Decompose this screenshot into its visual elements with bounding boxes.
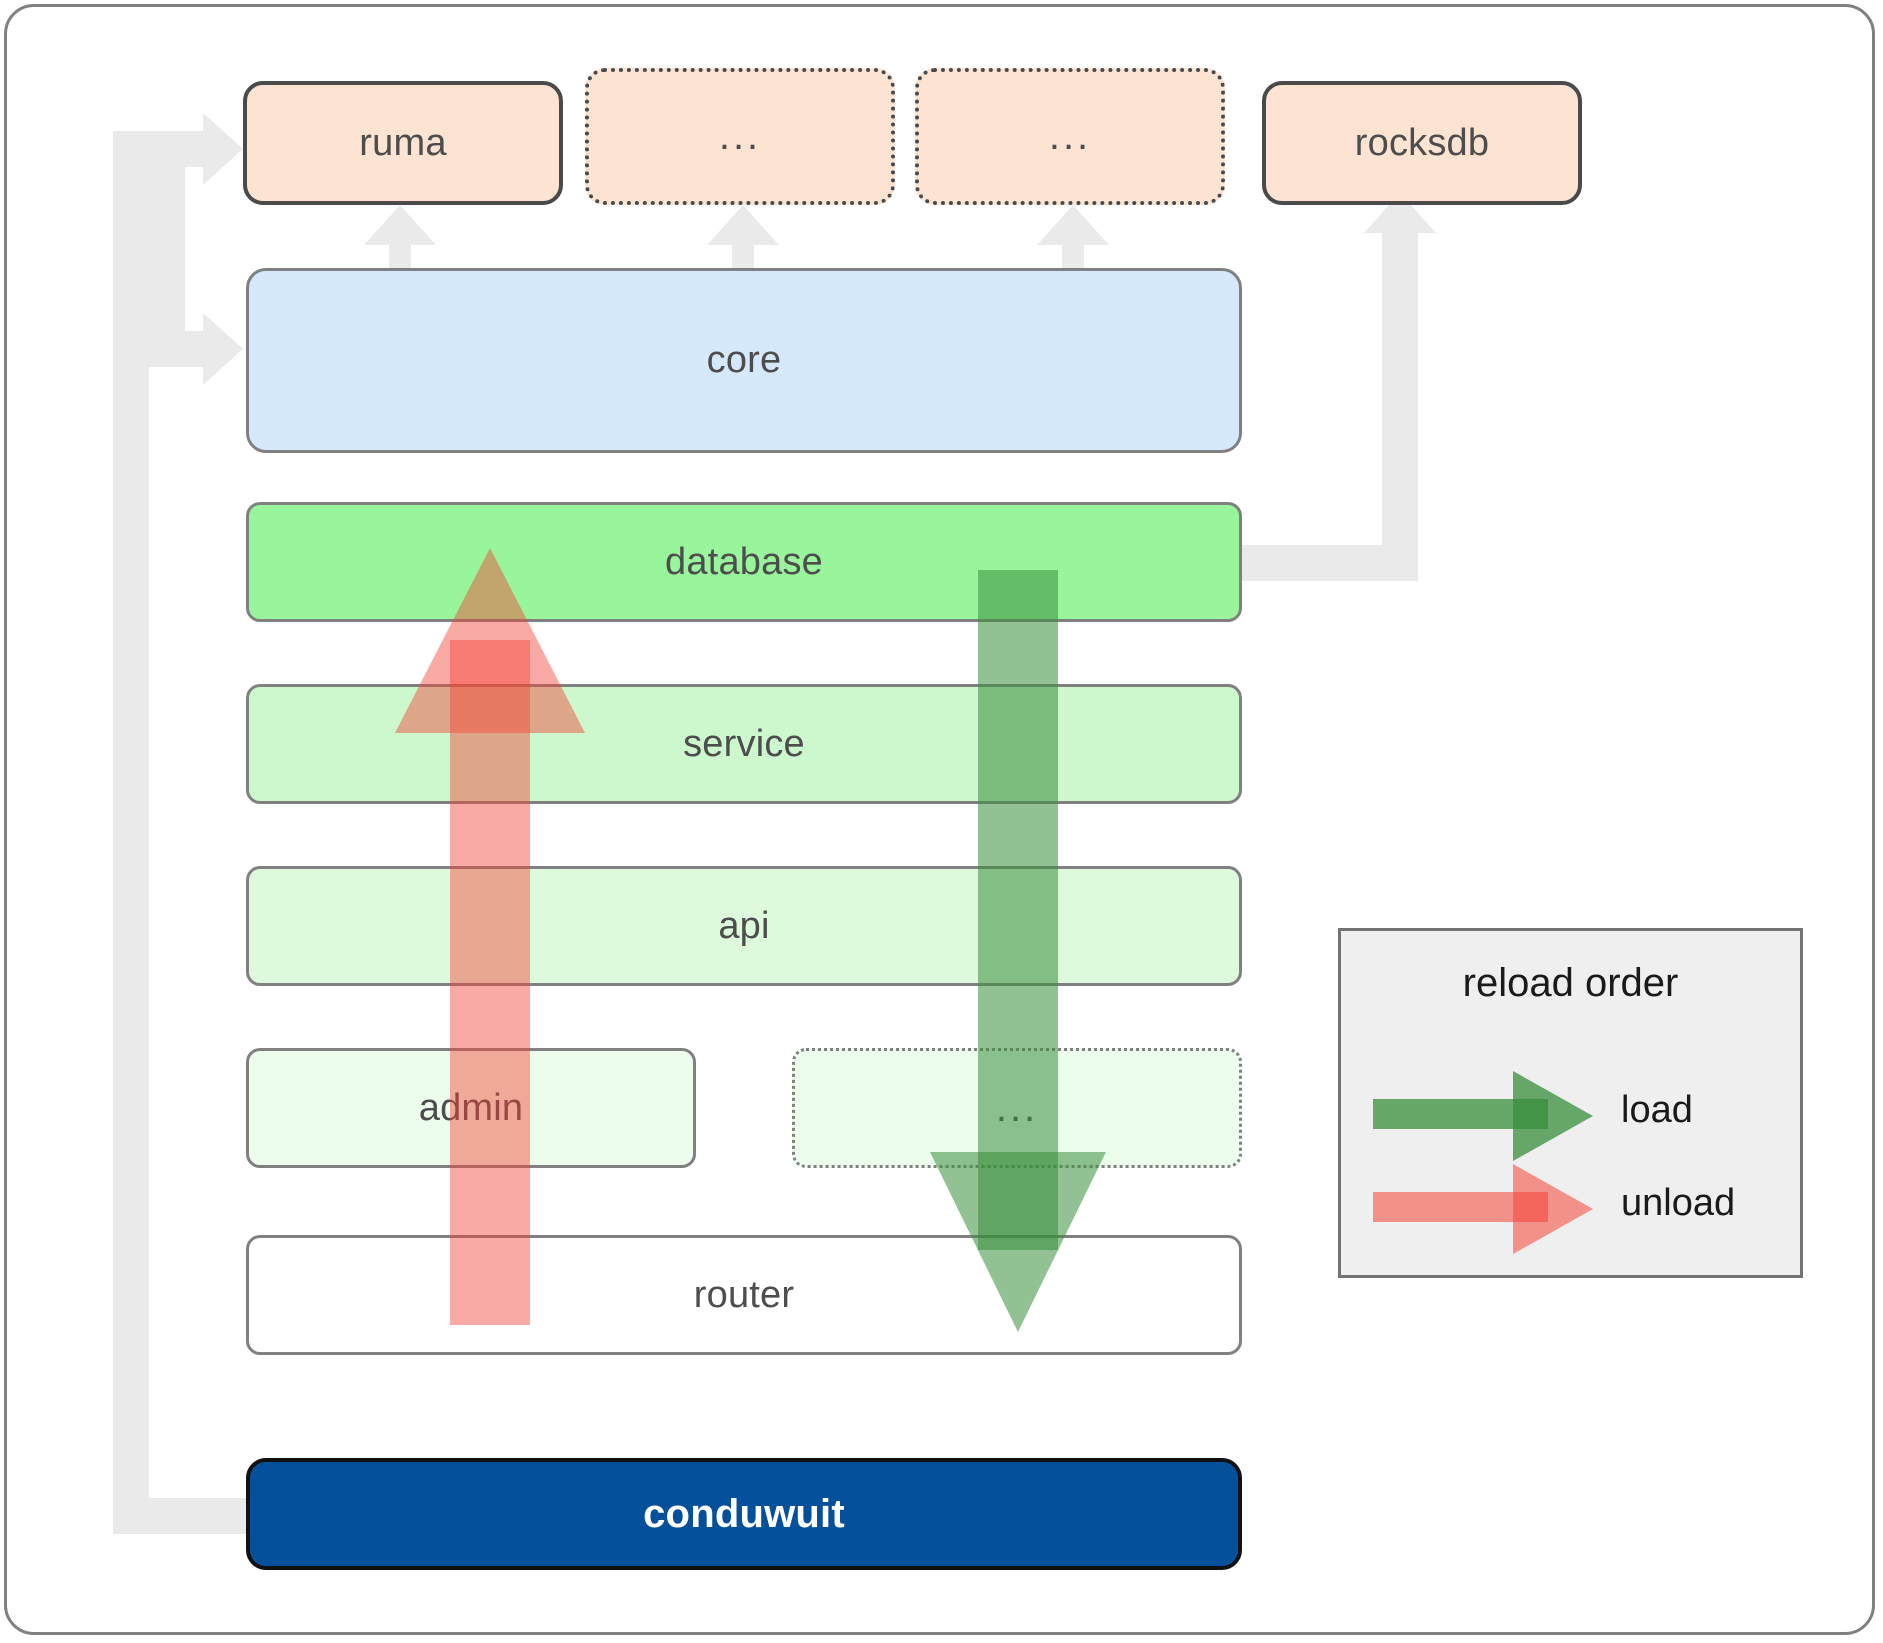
node-admin[interactable]: admin — [246, 1048, 696, 1168]
connector-rail-to-core-horizontal — [149, 331, 209, 367]
legend-row-load: load — [1341, 1071, 1800, 1161]
connector-core-to-dots1-arrowhead — [707, 205, 779, 245]
node-service[interactable]: service — [246, 684, 1242, 804]
node-dependency-placeholder-1[interactable]: ... — [585, 68, 895, 205]
node-dependency-placeholder-2[interactable]: ... — [915, 68, 1225, 205]
node-database[interactable]: database — [246, 502, 1242, 622]
load-arrow-head — [930, 1152, 1106, 1332]
node-dependency-placeholder-1-label: ... — [718, 114, 762, 158]
node-router-label: router — [693, 1273, 795, 1316]
legend-unload-label: unload — [1621, 1182, 1736, 1224]
legend-unload-arrow-icon — [1373, 1164, 1593, 1254]
node-ruma[interactable]: ruma — [243, 81, 563, 205]
connector-left-rail-vertical — [113, 131, 149, 1534]
connector-database-to-rocksdb-vertical — [1382, 218, 1418, 581]
node-database-label: database — [665, 540, 823, 583]
legend-title: reload order — [1462, 961, 1679, 1005]
legend-load-label: load — [1621, 1089, 1693, 1131]
legend-load-arrow-head — [1513, 1071, 1593, 1161]
node-core[interactable]: core — [246, 268, 1242, 453]
legend-row-unload: unload — [1341, 1164, 1800, 1254]
node-core-label: core — [706, 339, 782, 381]
unload-arrow-head — [395, 548, 585, 733]
legend-load-arrow-icon — [1373, 1071, 1593, 1161]
connector-core-to-dots2-arrowhead — [1037, 205, 1109, 245]
connector-core-to-ruma-arrowhead — [364, 205, 436, 245]
legend-panel: reload order load unload — [1338, 928, 1803, 1278]
node-conduwuit[interactable]: conduwuit — [246, 1458, 1242, 1570]
node-dependency-placeholder-2-label: ... — [1048, 114, 1092, 158]
node-ruma-label: ruma — [359, 121, 447, 164]
legend-unload-arrow-head — [1513, 1164, 1593, 1254]
unload-arrow-shaft — [450, 640, 530, 1325]
node-admin-label: admin — [418, 1086, 524, 1129]
connector-rail-to-ruma-arrowhead — [203, 113, 243, 185]
diagram-frame — [4, 4, 1875, 1635]
connector-rail-to-core-arrowhead — [203, 313, 243, 385]
node-api[interactable]: api — [246, 866, 1242, 986]
connector-rail-to-core-vertical — [149, 167, 185, 349]
connector-rail-to-ruma-horizontal — [113, 131, 208, 167]
node-rocksdb[interactable]: rocksdb — [1262, 81, 1582, 205]
node-conduwuit-label: conduwuit — [643, 1491, 845, 1536]
node-api-label: api — [718, 904, 770, 947]
load-arrow-shaft — [978, 570, 1058, 1250]
node-rocksdb-label: rocksdb — [1354, 121, 1490, 164]
node-service-label: service — [683, 722, 805, 765]
